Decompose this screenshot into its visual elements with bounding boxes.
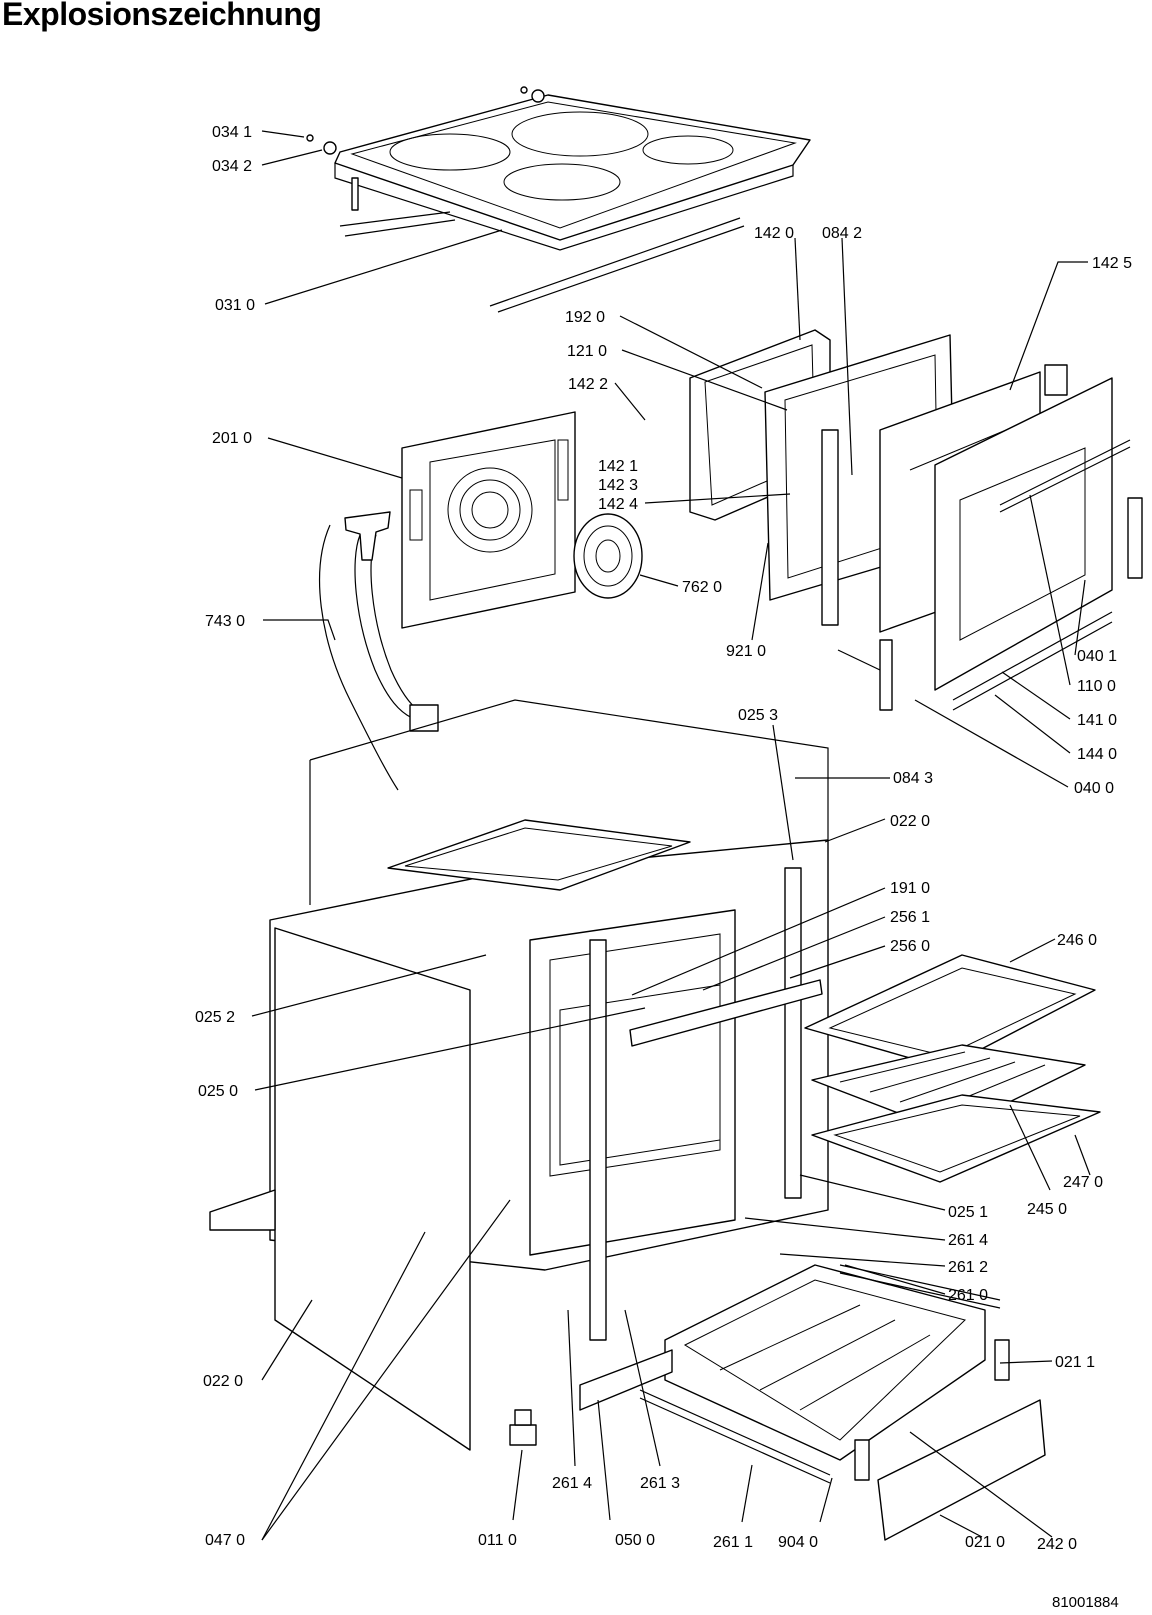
part-label-191-0: 191 0 — [890, 880, 930, 897]
part-label-011-0: 011 0 — [478, 1532, 517, 1549]
part-label-142-5: 142 5 — [1092, 255, 1132, 272]
side-panel-part — [209, 927, 471, 1451]
part-label-121-0: 121 0 — [567, 343, 607, 360]
part-label-025-1: 025 1 — [948, 1204, 988, 1221]
part-label-025-3: 025 3 — [738, 707, 778, 724]
screw-part — [306, 86, 545, 155]
hose-part — [318, 511, 439, 791]
part-label-261-2: 261 2 — [948, 1259, 988, 1276]
part-label-021-0: 021 0 — [965, 1534, 1005, 1551]
kick-plate-part — [579, 1349, 673, 1411]
cooktop-part — [334, 94, 811, 313]
part-label-192-0: 192 0 — [565, 309, 605, 326]
part-label-050-0: 050 0 — [615, 1532, 655, 1549]
part-label-261-1: 261 1 — [713, 1534, 753, 1551]
oven-cavity-part — [559, 939, 823, 1341]
part-label-261-0: 261 0 — [948, 1287, 988, 1304]
part-label-261-3: 261 3 — [640, 1475, 680, 1492]
part-label-034-2: 034 2 — [212, 158, 252, 175]
part-label-142-3: 142 3 — [598, 477, 638, 494]
document-number: 81001884 — [1052, 1594, 1119, 1611]
fan-cover-part — [573, 513, 643, 599]
part-label-242-0: 242 0 — [1037, 1536, 1077, 1553]
part-label-022-0-left: 022 0 — [203, 1373, 243, 1390]
part-label-762-0: 762 0 — [682, 579, 722, 596]
part-label-142-0: 142 0 — [754, 225, 794, 242]
part-label-921-0: 921 0 — [726, 643, 766, 660]
part-label-246-0: 246 0 — [1057, 932, 1097, 949]
part-label-084-3: 084 3 — [893, 770, 933, 787]
leader-lines — [251, 130, 1091, 1541]
fan-back-panel-part — [401, 411, 576, 629]
part-label-261-4-bottom: 261 4 — [552, 1475, 592, 1492]
part-label-743-0: 743 0 — [205, 613, 245, 630]
part-label-141-0: 141 0 — [1077, 712, 1117, 729]
part-label-031-0: 031 0 — [215, 297, 255, 314]
drip-tray-part — [811, 1094, 1101, 1183]
part-label-025-0: 025 0 — [198, 1083, 238, 1100]
part-label-904-0: 904 0 — [778, 1534, 818, 1551]
part-labels: 034 1 034 2 031 0 142 0 084 2 142 5 192 … — [195, 124, 1132, 1553]
part-label-201-0: 201 0 — [212, 430, 252, 447]
part-label-021-1: 021 1 — [1055, 1354, 1095, 1371]
part-label-247-0: 247 0 — [1063, 1174, 1103, 1191]
part-label-022-0-top: 022 0 — [890, 813, 930, 830]
storage-drawer-part — [664, 1264, 986, 1461]
part-label-040-1: 040 1 — [1077, 648, 1117, 665]
part-label-256-0: 256 0 — [890, 938, 930, 955]
part-label-261-4-right: 261 4 — [948, 1232, 988, 1249]
part-label-034-1: 034 1 — [212, 124, 252, 141]
part-label-142-1: 142 1 — [598, 458, 638, 475]
part-label-084-2: 084 2 — [822, 225, 862, 242]
part-label-047-0: 047 0 — [205, 1532, 245, 1549]
foot-part — [509, 1409, 537, 1446]
hinge-part — [837, 364, 1113, 711]
baking-tray-part — [804, 954, 1096, 1069]
part-label-256-1: 256 1 — [890, 909, 930, 926]
part-label-040-0: 040 0 — [1074, 780, 1114, 797]
part-label-142-2: 142 2 — [568, 376, 608, 393]
part-label-245-0: 245 0 — [1027, 1201, 1067, 1218]
part-label-144-0: 144 0 — [1077, 746, 1117, 763]
part-label-142-4: 142 4 — [598, 496, 638, 513]
outer-door-part — [934, 377, 1143, 691]
page-title: Explosionszeichnung — [2, 0, 322, 32]
part-label-025-2: 025 2 — [195, 1009, 235, 1026]
part-label-110-0: 110 0 — [1077, 678, 1116, 695]
